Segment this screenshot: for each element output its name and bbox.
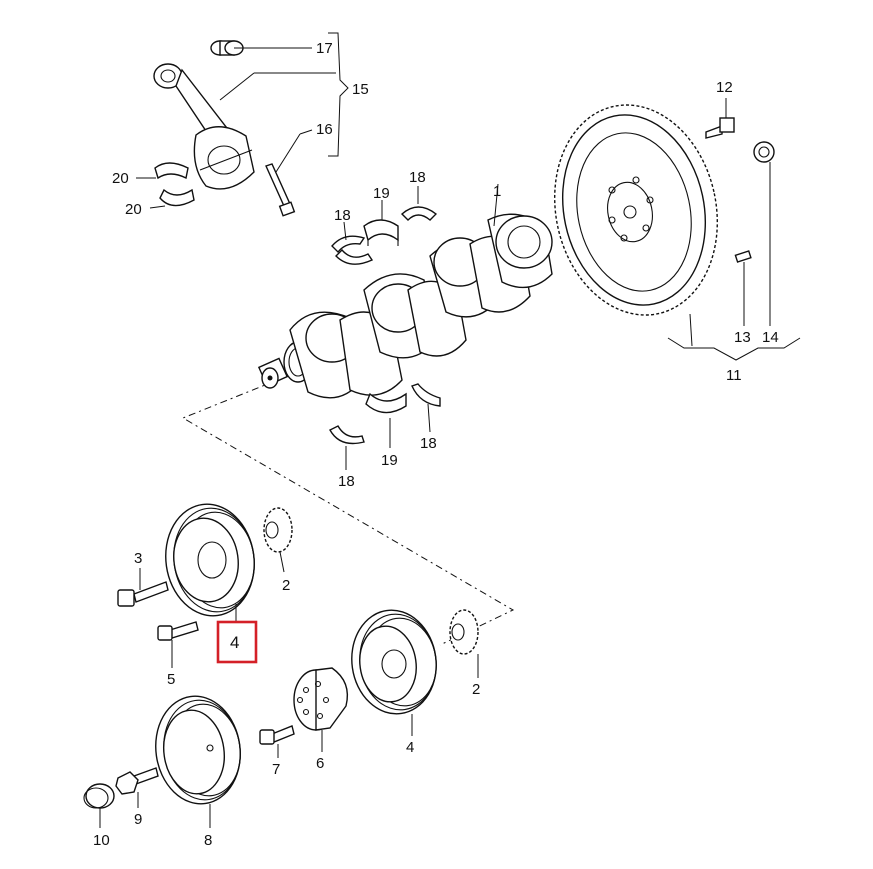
pilot-bearing [753,141,775,163]
callout-19-a: 19 [373,185,390,202]
callout-5: 5 [167,671,175,688]
callout-10: 10 [93,832,110,849]
callout-4-lower: 4 [406,739,414,756]
upper-thrust-washer-left [331,235,374,265]
callout-labels: 1 2 2 3 4 4 5 6 7 8 9 10 11 12 13 14 15 … [93,40,779,849]
vibration-damper-upper [165,503,255,617]
upper-thrust-washer-right [400,206,438,221]
rod-bearing-shell-upper [154,162,189,180]
flywheel [554,104,718,316]
crankshaft [257,183,553,399]
rod-bolt [265,163,296,217]
callout-20-b: 20 [125,201,142,218]
callout-8: 8 [204,832,212,849]
lower-thrust-washer-left [329,425,365,445]
callout-18-c: 18 [338,473,355,490]
connecting-rod [153,63,255,190]
callout-18-a: 18 [334,207,351,224]
damper-small-bolt [157,621,199,641]
bearing-leaders [343,186,431,470]
upper-group-leaders [139,551,285,668]
callout-4-highlighted: 4 [230,633,239,652]
callout-18-d: 18 [420,435,437,452]
callout-1: 1 [493,183,501,200]
assembly-dashed-lines [181,374,515,646]
callout-7: 7 [272,761,280,778]
sprocket-lower [449,609,479,655]
callout-15: 15 [352,81,369,98]
cap [83,783,115,809]
lower-thrust-washer-right [411,383,441,407]
callout-12: 12 [716,79,733,96]
upper-main-bearing-shell [363,219,399,246]
damper-bolt-upper [117,581,169,607]
callout-9: 9 [134,811,142,828]
hub-spacer [293,667,349,731]
rod-bushing [210,40,244,56]
highlight-box [216,620,258,664]
callout-13: 13 [734,329,751,346]
callout-14: 14 [762,329,779,346]
pulley-bolt [115,767,159,795]
lower-right-leaders [277,654,479,758]
callout-11: 11 [726,367,742,384]
callout-3: 3 [134,550,142,567]
callout-2-lower: 2 [472,681,480,698]
callout-17: 17 [316,40,333,57]
callout-20-a: 20 [112,170,129,187]
callout-6: 6 [316,755,324,772]
lower-main-bearing-shell [365,392,407,414]
hub-bolt [259,725,295,745]
callout-18-b: 18 [409,169,426,186]
rod-bearing-shell-lower [159,188,195,207]
lower-left-leaders [99,792,211,828]
sprocket-upper [263,507,293,553]
vibration-damper-lower [351,609,437,715]
callout-16: 16 [316,121,333,138]
crank-throws [289,213,553,399]
dowel-pin [734,250,752,263]
flywheel-bolt [705,117,735,139]
callout-2-upper: 2 [282,577,290,594]
flywheel-leaders [667,98,801,361]
callout-19-b: 19 [381,452,398,469]
connecting-rod-assembly [136,32,349,217]
belt-pulley [155,695,241,805]
